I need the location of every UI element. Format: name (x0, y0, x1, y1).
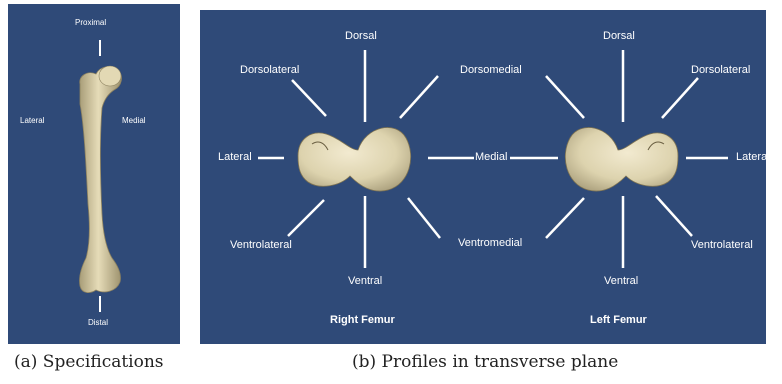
caption-a: (a) Specifications (14, 352, 164, 372)
left-ventrolateral-line (656, 196, 692, 236)
lateral-label: Lateral (20, 116, 44, 125)
femur-front-view (8, 4, 180, 344)
transverse-profiles-diagram (200, 10, 766, 344)
left-dorsomedial-line (546, 76, 584, 118)
right-lateral-label: Lateral (218, 151, 252, 163)
right-femur-profile (298, 128, 411, 192)
transverse-profiles-panel: Dorsal Dorsolateral Dorsomedial Lateral … (200, 10, 766, 344)
right-dorsomedial-line (400, 76, 438, 118)
left-femur-profile (565, 128, 678, 192)
right-dorsolateral-label: Dorsolateral (240, 64, 299, 76)
right-femur-title: Right Femur (330, 314, 395, 326)
right-dorsolateral-line (292, 80, 326, 116)
distal-label: Distal (88, 318, 108, 327)
medial-label: Medial (122, 116, 146, 125)
specifications-panel: Proximal Lateral Medial Distal (8, 4, 180, 344)
femoral-head (99, 66, 121, 86)
right-dorsal-label: Dorsal (345, 30, 377, 42)
proximal-label: Proximal (75, 18, 106, 27)
left-ventromedial-line (546, 198, 584, 238)
femur-bone (79, 67, 121, 293)
left-lateral-label: Lateral (736, 151, 770, 163)
right-dorsomedial-label: Dorsomedial (460, 64, 522, 76)
caption-b: (b) Profiles in transverse plane (352, 352, 618, 372)
right-ventrolateral-line (288, 200, 324, 236)
right-ventromedial-line (408, 198, 440, 238)
right-ventrolateral-label: Ventrolateral (230, 239, 292, 251)
left-dorsolateral-line (662, 78, 698, 118)
left-dorsal-label: Dorsal (603, 30, 635, 42)
right-medial-label: Medial (475, 151, 507, 163)
left-ventrolateral-label: Ventrolateral (691, 239, 753, 251)
left-femur-title: Left Femur (590, 314, 647, 326)
left-dorsolateral-label: Dorsolateral (691, 64, 750, 76)
left-ventral-label: Ventral (604, 275, 638, 287)
right-ventromedial-label: Ventromedial (458, 237, 522, 249)
right-ventral-label: Ventral (348, 275, 382, 287)
